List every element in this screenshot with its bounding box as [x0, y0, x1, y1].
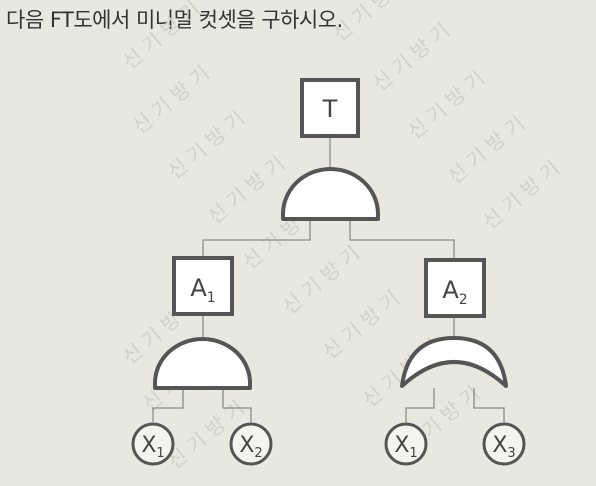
basic-event-subscript: 1 — [156, 446, 164, 461]
basic-event-subscript: 2 — [254, 446, 262, 461]
event-a2-label: A — [442, 276, 459, 304]
watermark: 신 기 방 기 신 기 방 기 신 기 방 기 신 기 방 기 신 기 방 기 … — [118, 0, 564, 474]
watermark-text: 신 기 방 기 — [328, 0, 414, 46]
watermark-text: 신 기 방 기 — [403, 66, 489, 144]
basic-event-x3: X3 — [482, 422, 526, 466]
watermark-text: 신 기 방 기 — [443, 111, 529, 189]
basic-event-label: X — [141, 433, 156, 458]
svg-text:X1: X1 — [394, 433, 417, 461]
basic-event-label: X — [492, 433, 507, 458]
watermark-text: 신 기 방 기 — [278, 241, 364, 319]
top-event: T — [300, 78, 360, 138]
basic-event-x2: X2 — [229, 422, 273, 466]
event-a1: A1 — [172, 256, 234, 316]
watermark-text: 신 기 방 기 — [163, 106, 249, 184]
top-event-label: T — [322, 95, 338, 123]
basic-event-subscript: 3 — [507, 446, 515, 461]
event-a2: A2 — [424, 258, 486, 318]
watermark-text: 신 기 방 기 — [318, 286, 404, 364]
basic-event-x1-right: X1 — [384, 422, 428, 466]
watermark-text: 신 기 방 기 — [128, 61, 214, 139]
event-a1-label: A — [190, 274, 207, 302]
svg-text:A1: A1 — [190, 274, 215, 306]
or-gate-a2 — [400, 336, 508, 388]
and-gate-top — [281, 167, 380, 221]
and-gate-a1 — [153, 337, 252, 390]
watermark-text: 신 기 방 기 — [203, 151, 289, 229]
svg-text:X2: X2 — [239, 433, 262, 461]
svg-text:X1: X1 — [141, 433, 164, 461]
svg-text:X3: X3 — [492, 433, 515, 461]
watermark-text: 신 기 방 기 — [118, 0, 204, 74]
event-a2-subscript: 2 — [459, 292, 468, 308]
basic-event-x1-left: X1 — [131, 422, 175, 466]
svg-text:A2: A2 — [442, 276, 467, 308]
basic-event-label: X — [239, 433, 254, 458]
basic-event-label: X — [394, 433, 409, 458]
watermark-text: 신 기 방 기 — [478, 156, 564, 234]
event-a1-subscript: 1 — [207, 290, 216, 306]
basic-event-subscript: 1 — [409, 446, 417, 461]
watermark-text: 신 기 방 기 — [368, 18, 454, 96]
question-text: 다음 FT도에서 미니멀 컷셋을 구하시오. — [6, 8, 343, 32]
